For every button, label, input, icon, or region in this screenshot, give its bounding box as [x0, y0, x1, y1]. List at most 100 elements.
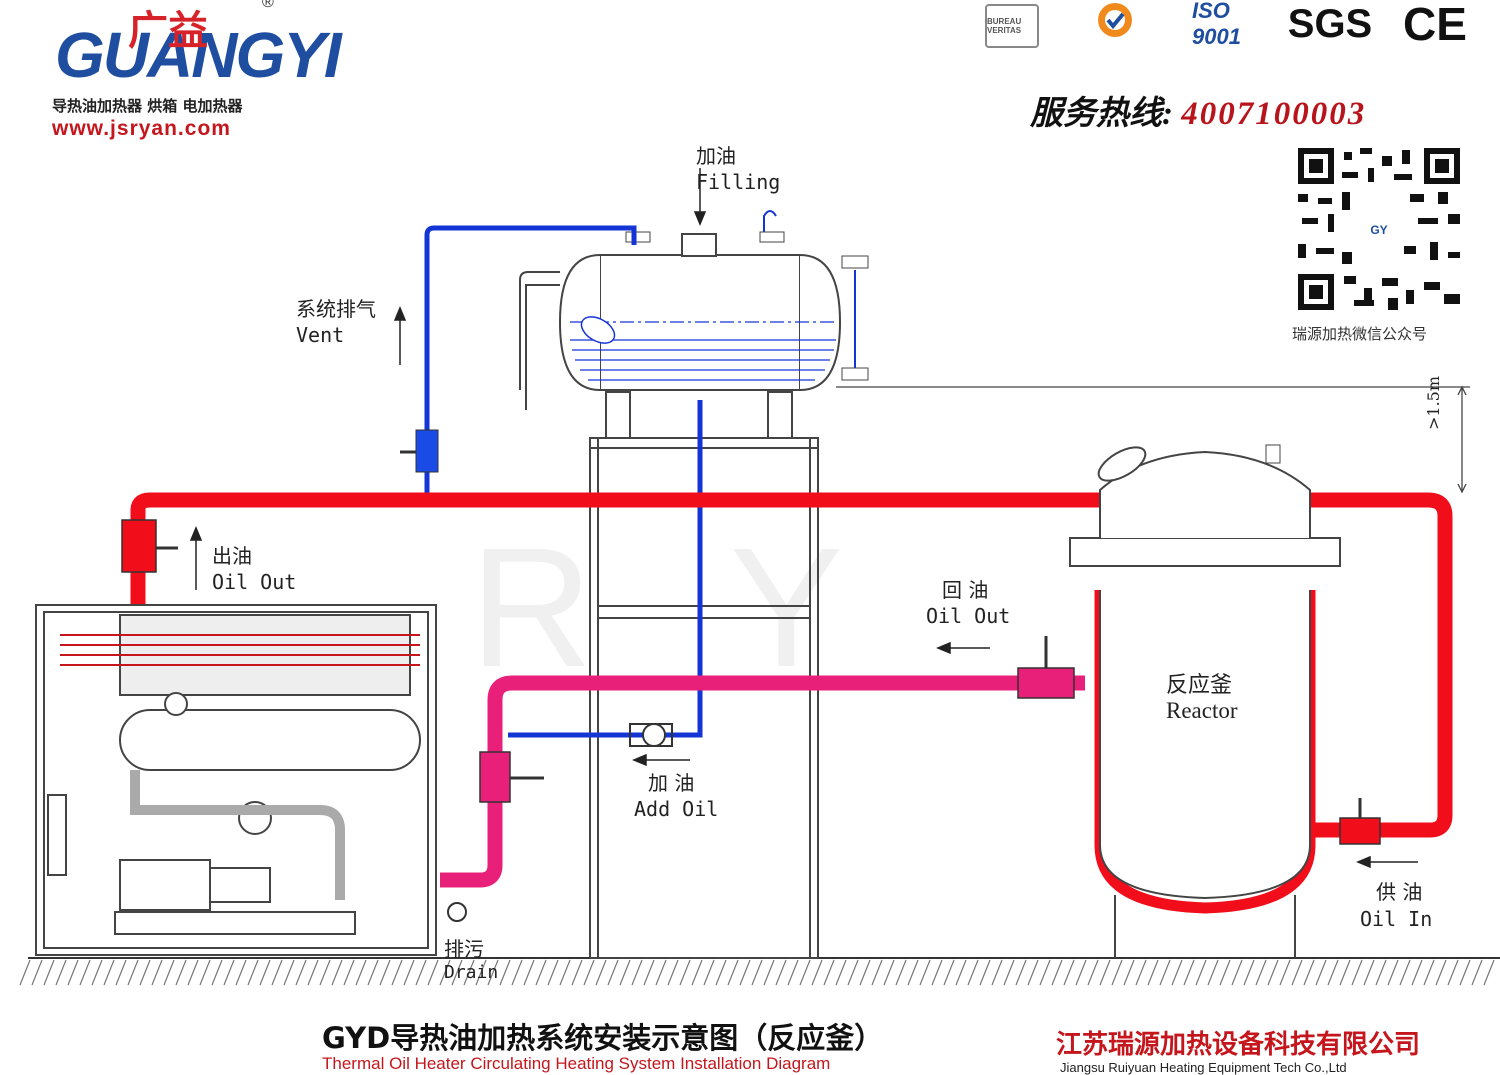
ground-hatch-line — [547, 959, 559, 986]
qr-caption: 瑞源加热微信公众号 — [1292, 325, 1428, 343]
ground-hatch-line — [751, 959, 763, 986]
vent-label-en: Vent — [296, 323, 345, 347]
registered-mark: ® — [262, 0, 274, 11]
ground-hatch-line — [667, 959, 679, 986]
hot-oil-supply-pipe — [130, 492, 1453, 838]
ground-hatch-line — [919, 959, 931, 986]
ground-hatch-line — [727, 959, 739, 986]
ground-hatch-line — [511, 959, 523, 986]
ground-hatch-line — [439, 959, 451, 986]
ground-hatch-line — [739, 959, 751, 986]
ground-hatch-line — [559, 959, 571, 986]
ground-hatch-line — [1447, 959, 1459, 986]
ground-hatch-line — [31, 959, 43, 986]
ground-hatch-line — [1063, 959, 1075, 986]
drain-label-cn: 排污 — [444, 937, 484, 961]
ground-hatch-line — [343, 959, 355, 986]
vent-valve[interactable] — [400, 429, 439, 473]
ground-hatch-line — [1327, 959, 1339, 986]
drain-valve[interactable] — [447, 902, 467, 922]
oil-out-label-en: Oil Out — [212, 570, 297, 594]
ground-hatch-line — [499, 959, 511, 986]
ground-hatch-line — [991, 959, 1003, 986]
filling-label-en: Filling — [696, 170, 781, 194]
flow-arrows — [189, 168, 1418, 869]
ground-hatch-line — [151, 959, 163, 986]
ground-hatch-line — [19, 959, 31, 986]
service-hotline: 服务热线: 4007100003 — [1030, 86, 1366, 134]
return-valve[interactable] — [1017, 636, 1075, 699]
ground-hatch-line — [211, 959, 223, 986]
hotline-number[interactable]: 4007100003 — [1181, 96, 1367, 132]
add-oil-label-en: Add Oil — [634, 797, 719, 821]
add-oil-valve[interactable] — [629, 723, 673, 747]
ground-hatch-line — [55, 959, 67, 986]
ground-hatch-line — [1459, 959, 1471, 986]
ground-hatch-line — [967, 959, 979, 986]
ground-hatch-line — [1171, 959, 1183, 986]
ground-hatch-line — [535, 959, 547, 986]
ground-hatch-line — [391, 959, 403, 986]
ground-hatch-line — [235, 959, 247, 986]
filling-label-cn: 加油 — [696, 144, 736, 168]
supply-valve[interactable] — [1339, 798, 1381, 845]
ground-hatch-line — [631, 959, 643, 986]
return-label-en: Oil Out — [926, 604, 1011, 628]
ground-hatch-line — [1339, 959, 1351, 986]
ground-hatch-line — [931, 959, 943, 986]
ground-hatch-line — [859, 959, 871, 986]
ground-hatch-line — [1315, 959, 1327, 986]
company-name-en: Jiangsu Ruiyuan Heating Equipment Tech C… — [1060, 1060, 1347, 1075]
ground-hatch-line — [271, 959, 283, 986]
height-label: >1.5m — [1424, 375, 1443, 430]
oil-heater-unit — [35, 604, 437, 956]
ground-hatch-line — [1387, 959, 1399, 986]
ground-hatch-line — [127, 959, 139, 986]
ground-hatch-line — [607, 959, 619, 986]
hotline-label: 服务热线: — [1030, 96, 1173, 132]
ground-hatch-line — [1267, 959, 1279, 986]
ground-hatch-line — [1399, 959, 1411, 986]
ground-hatch-line — [1291, 959, 1303, 986]
ground-hatch-line — [823, 959, 835, 986]
ground-hatch-line — [1207, 959, 1219, 986]
ground-hatch-line — [295, 959, 307, 986]
ground-hatch-line — [1027, 959, 1039, 986]
ground-hatch-line — [379, 959, 391, 986]
company-name-cn: 江苏瑞源加热设备科技有限公司 — [1056, 1030, 1421, 1060]
ground-hatch-line — [943, 959, 955, 986]
ground-hatch-line — [1243, 959, 1255, 986]
ground-hatch-line — [655, 959, 667, 986]
ground-hatch-line — [199, 959, 211, 986]
reactor-label-cn: 反应釜 — [1166, 673, 1233, 698]
reactor-label-en: Reactor — [1166, 698, 1238, 723]
ground-hatch-line — [1411, 959, 1423, 986]
ground-hatch-line — [1423, 959, 1435, 986]
hot-oil-outlet-valve[interactable] — [121, 519, 178, 573]
ground-hatch-line — [1039, 959, 1051, 986]
ground-hatch-line — [1075, 959, 1087, 986]
ground-hatch-line — [487, 959, 499, 986]
ground-hatch-line — [187, 959, 199, 986]
pump-inlet-valve[interactable] — [479, 751, 544, 803]
qr-code[interactable]: GY — [1298, 148, 1460, 310]
ground-hatch-line — [571, 959, 583, 986]
qr-center-logo: GY — [1370, 223, 1387, 237]
ground-hatch-line — [307, 959, 319, 986]
watermark: RY — [470, 513, 984, 703]
ground-hatch-line — [1351, 959, 1363, 986]
ground-hatch-line — [463, 959, 475, 986]
ground-hatch-line — [331, 959, 343, 986]
ground-hatch-line — [1135, 959, 1147, 986]
website-link[interactable]: www.jsryan.com — [52, 117, 231, 140]
ground-hatch-line — [475, 959, 487, 986]
ground-hatch-line — [1183, 959, 1195, 986]
ground-hatch-line — [223, 959, 235, 986]
ground-hatch-line — [139, 959, 151, 986]
ground-hatch-line — [175, 959, 187, 986]
ground-hatch-line — [895, 959, 907, 986]
ground — [19, 957, 1500, 986]
ground-hatch-line — [691, 959, 703, 986]
ground-hatch-line — [763, 959, 775, 986]
